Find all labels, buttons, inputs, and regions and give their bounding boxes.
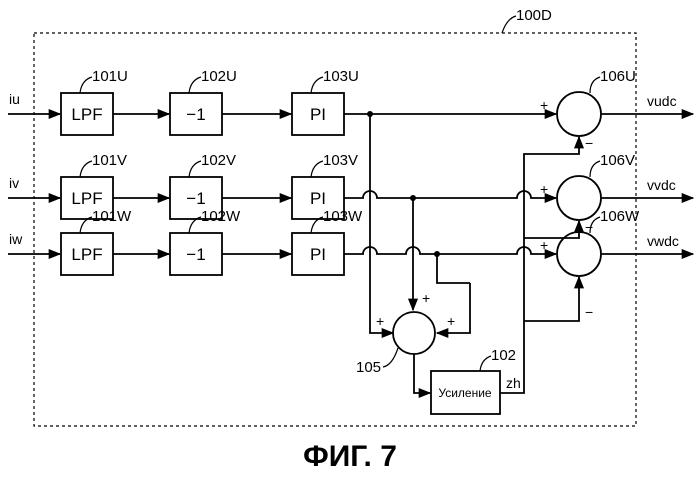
branch-w-to-105 [437,254,470,283]
summer-106w-ref: 106W [600,208,640,225]
inverter-ref-v: 102V [201,152,236,169]
pi-leader-v [311,161,323,177]
inverter-leader-u [189,77,201,93]
frame-label-leader [502,16,516,33]
gain-text: Усиление [438,386,492,400]
summer-105-plus-right: + [447,313,455,329]
summer-106u [557,92,601,136]
summer-106u-plus: + [540,97,548,113]
summer-105 [393,312,435,354]
pi-ref-v: 103V [323,152,358,169]
summer-105-ref: 105 [356,359,381,376]
inverter-leader-v [189,161,201,177]
output-label-v: vvdc [647,177,676,193]
summer-105-leader [383,348,398,367]
feedback-to-106w [524,277,579,321]
summer-106w-minus: − [585,304,593,320]
lpf-leader-v [80,161,92,177]
frame-label: 100D [516,7,552,24]
pi-ref-w: 103W [323,208,363,225]
frame-100d [34,33,636,426]
summer-106w-plus: + [540,237,548,253]
input-label-v: iv [9,175,19,191]
pi-text-u: PI [310,105,326,124]
lpf-text-v: LPF [71,189,102,208]
inverter-text-v: −1 [186,189,205,208]
pi-ref-u: 103U [323,68,359,85]
wire-105-gain [414,354,430,393]
lpf-text-w: LPF [71,245,102,264]
summer-105-plus-top: + [422,290,430,306]
pi-leader-u [311,77,323,93]
inverter-ref-u: 102U [201,68,237,85]
lpf-leader-u [80,77,92,93]
summer-106u-ref: 106U [600,68,636,85]
branch-u-to-105 [370,114,393,333]
inverter-ref-w: 102W [201,208,241,225]
summer-106v-leader [590,161,600,177]
summer-106u-leader [590,77,600,93]
pi-text-w: PI [310,245,326,264]
lpf-ref-u: 101U [92,68,128,85]
gain-leader [480,356,491,371]
summer-106v-ref: 106V [600,152,635,169]
inverter-text-w: −1 [186,245,205,264]
output-label-u: vudc [647,93,677,109]
lpf-text-u: LPF [71,105,102,124]
output-label-w: vwdc [647,233,679,249]
summer-106v-plus: + [540,181,548,197]
figure-caption: ФИГ. 7 [303,440,397,473]
summer-106u-minus: − [585,135,593,151]
lpf-ref-v: 101V [92,152,127,169]
pi-text-v: PI [310,189,326,208]
summer-105-plus-left: + [376,313,384,329]
input-label-u: iu [9,91,20,107]
gain-ref: 102 [491,347,516,364]
gain-output-label: zh [506,375,521,391]
inverter-text-u: −1 [186,105,205,124]
summer-106v [557,176,601,220]
lpf-ref-w: 101W [92,208,132,225]
input-label-w: iw [9,231,23,247]
